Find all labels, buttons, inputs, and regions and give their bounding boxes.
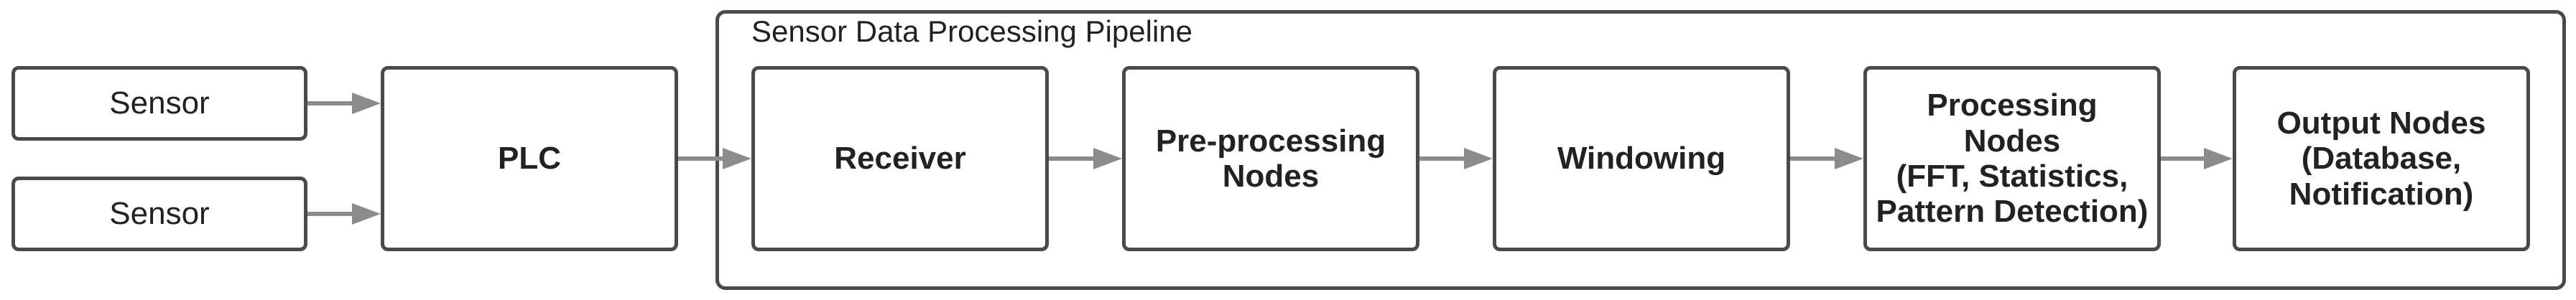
processing-node: Processing Nodes (FFT, Statistics, Patte… bbox=[1863, 66, 2161, 251]
preprocessing-node: Pre-processing Nodes bbox=[1122, 66, 1419, 251]
edge-plc-to-receiver bbox=[678, 148, 751, 169]
arrowhead-icon bbox=[2204, 148, 2233, 169]
windowing-node: Windowing bbox=[1493, 66, 1790, 251]
preprocessing-node-label: Pre-processing Nodes bbox=[1155, 123, 1386, 194]
arrowhead-icon bbox=[1093, 148, 1122, 169]
edge-sensor_1-to-plc bbox=[307, 93, 381, 114]
receiver-node-label: Receiver bbox=[834, 141, 966, 177]
pipeline-group-box bbox=[715, 10, 2566, 290]
edge-receiver-to-preprocessing bbox=[1049, 148, 1122, 169]
processing-node-label: Processing Nodes (FFT, Statistics, Patte… bbox=[1876, 88, 2149, 230]
plc-node-label: PLC bbox=[498, 141, 561, 177]
sensor-node-2-label: Sensor bbox=[109, 196, 210, 232]
output-node: Output Nodes (Database, Notification) bbox=[2233, 66, 2530, 251]
arrowhead-icon bbox=[1835, 148, 1863, 169]
windowing-node-label: Windowing bbox=[1557, 141, 1726, 177]
arrowhead-icon bbox=[352, 93, 381, 114]
arrowhead-icon bbox=[723, 148, 751, 169]
edge-processing-to-output bbox=[2161, 148, 2233, 169]
arrowhead-icon bbox=[352, 203, 381, 225]
sensor-node-1: Sensor bbox=[11, 66, 307, 141]
edge-sensor_2-to-plc bbox=[307, 203, 381, 225]
pipeline-group-title: Sensor Data Processing Pipeline bbox=[751, 14, 1193, 48]
edge-windowing-to-processing bbox=[1790, 148, 1863, 169]
receiver-node: Receiver bbox=[751, 66, 1049, 251]
sensor-node-1-label: Sensor bbox=[109, 85, 210, 121]
edge-preprocessing-to-windowing bbox=[1419, 148, 1493, 169]
plc-node: PLC bbox=[381, 66, 678, 251]
arrowhead-icon bbox=[1464, 148, 1493, 169]
output-node-label: Output Nodes (Database, Notification) bbox=[2276, 106, 2486, 212]
sensor-node-2: Sensor bbox=[11, 177, 307, 251]
